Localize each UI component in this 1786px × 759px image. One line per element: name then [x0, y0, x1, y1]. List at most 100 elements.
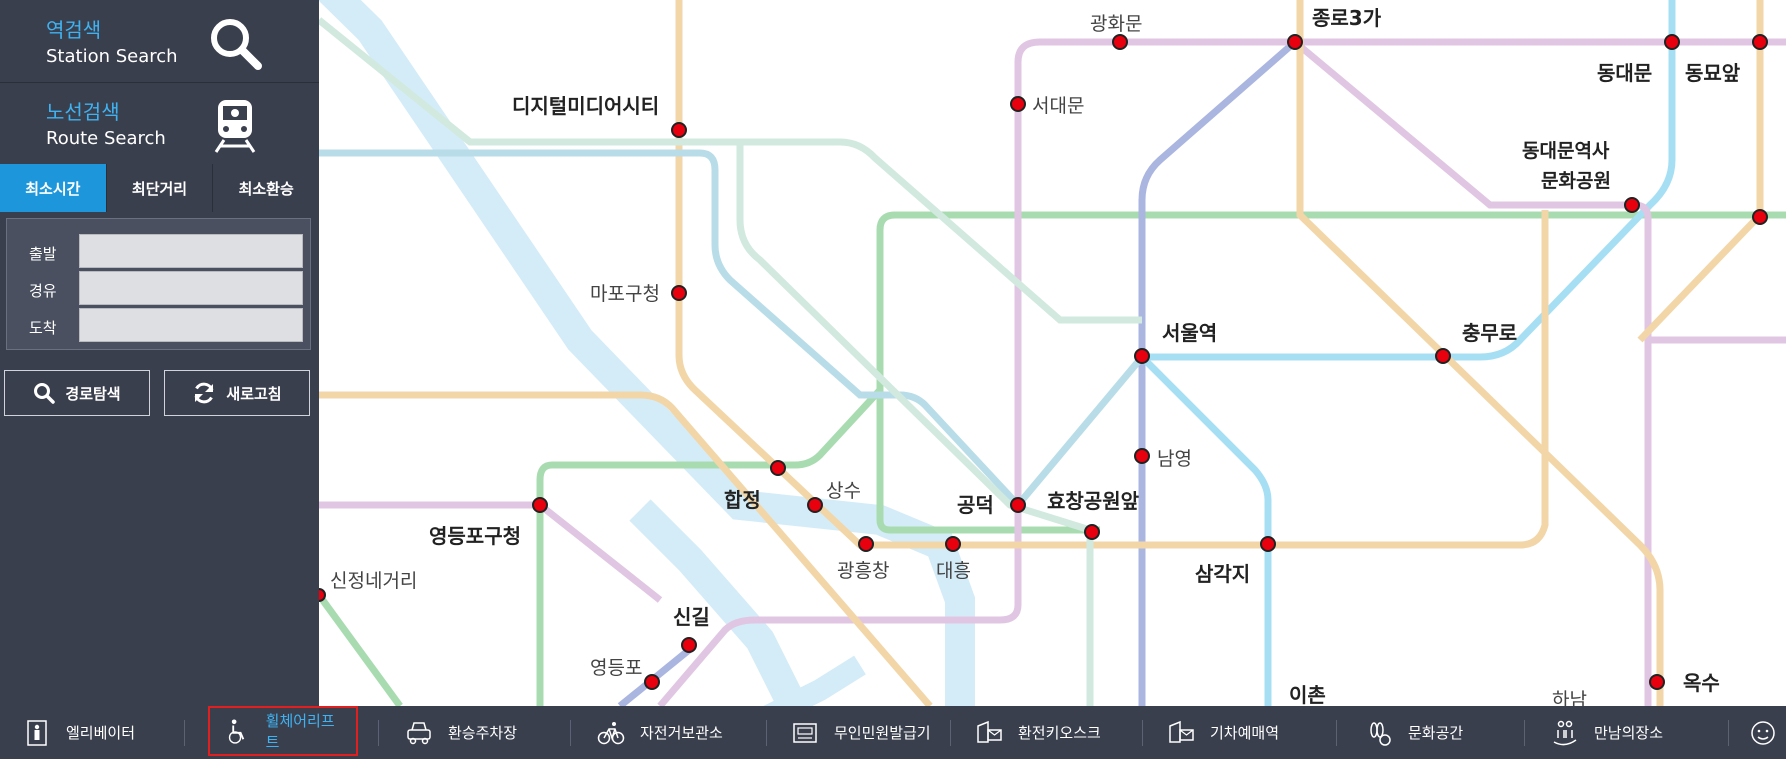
filter-meeting-place[interactable]: 만남의장소: [1550, 706, 1663, 759]
search-icon: [211, 19, 262, 70]
subway-map-canvas[interactable]: 광화문 종로3가 동대문 동묘앞 디지털미디어시티 서대문 동대문역사 문화공원…: [312, 0, 1786, 730]
departure-field[interactable]: [79, 234, 303, 268]
filter-culture-space[interactable]: 문화공간: [1364, 706, 1463, 759]
station-dot[interactable]: [671, 122, 687, 138]
filter-elevator[interactable]: 엘리베이터: [22, 706, 135, 759]
route-search-submit-button[interactable]: 경로탐색: [4, 370, 150, 416]
route-search-title-en: Route Search: [46, 128, 166, 149]
tab-min-transfer[interactable]: 최소환승: [238, 179, 294, 198]
arrival-field[interactable]: [79, 308, 303, 342]
station-dot[interactable]: [1649, 674, 1665, 690]
facility-filter-bar: 엘리베이터 휠체어리프트 환승주차장 자전거보관소: [0, 706, 1786, 759]
station-search-title-en: Station Search: [46, 46, 178, 67]
station-label[interactable]: 효창공원앞: [1047, 489, 1140, 513]
station-label[interactable]: 영등포구청: [429, 524, 521, 548]
station-label[interactable]: 동묘앞: [1685, 61, 1741, 85]
station-dot[interactable]: [1435, 348, 1451, 364]
route-search-button[interactable]: 노선검색 Route Search: [0, 82, 319, 165]
station-dot[interactable]: [770, 460, 786, 476]
kiosk-icon: [793, 722, 817, 743]
filter-wheelchair-lift-label: 휠체어리프트: [265, 712, 335, 751]
filter-train-ticket[interactable]: 기차예매역: [1166, 706, 1279, 759]
station-label[interactable]: 대흥: [936, 560, 971, 582]
station-dot[interactable]: [945, 536, 961, 552]
station-dot[interactable]: [1287, 34, 1303, 50]
station-label[interactable]: 디지털미디어시티: [512, 94, 659, 118]
filter-culture-space-label: 문화공간: [1408, 724, 1464, 742]
station-label[interactable]: 서대문: [1032, 95, 1084, 117]
tab-shortest-distance[interactable]: 최단거리: [107, 164, 214, 212]
station-label[interactable]: 동대문역사: [1522, 140, 1610, 162]
tab-min-time[interactable]: 최소시간: [0, 164, 107, 212]
via-field[interactable]: [79, 271, 303, 305]
station-dot[interactable]: [1752, 209, 1768, 225]
station-label[interactable]: 신길: [673, 605, 710, 629]
station-label[interactable]: 합정: [724, 488, 761, 512]
station-label[interactable]: 문화공원: [1541, 170, 1611, 192]
divider: [184, 720, 185, 746]
filter-bicycle-storage-label: 자전거보관소: [640, 724, 723, 742]
filter-transfer-parking[interactable]: 환승주차장: [404, 706, 517, 759]
station-label[interactable]: 옥수: [1683, 671, 1720, 695]
station-dot[interactable]: [858, 536, 874, 552]
station-dots: [532, 34, 1768, 690]
via-label: 경유: [29, 282, 57, 300]
filter-elevator-label: 엘리베이터: [66, 724, 136, 742]
station-search-title-ko: 역검색: [46, 18, 102, 42]
station-dot[interactable]: [1084, 524, 1100, 540]
station-label[interactable]: 동대문: [1597, 61, 1652, 85]
station-search-button[interactable]: 역검색 Station Search: [0, 0, 319, 83]
divider: [766, 720, 767, 746]
station-dot[interactable]: [644, 674, 660, 690]
filter-bicycle-storage[interactable]: 자전거보관소: [596, 706, 723, 759]
line6-tan-ne: [1637, 0, 1764, 343]
station-label[interactable]: 신정네거리: [330, 570, 417, 592]
station-label[interactable]: 남영: [1157, 448, 1192, 470]
line4-sky: [1139, 0, 1676, 706]
station-dot[interactable]: [807, 497, 823, 513]
station-label[interactable]: 광화문: [1090, 13, 1142, 35]
station-dot[interactable]: [1134, 348, 1150, 364]
station-dot[interactable]: [1134, 448, 1150, 464]
filter-exchange-kiosk[interactable]: 환전키오스크: [974, 706, 1101, 759]
divider: [1336, 720, 1337, 746]
station-label[interactable]: 서울역: [1162, 321, 1217, 345]
station-dot[interactable]: [1664, 34, 1680, 50]
wheelchair-lift-icon: [228, 719, 245, 744]
station-label[interactable]: 상수: [826, 480, 861, 502]
station-dot[interactable]: [1260, 536, 1276, 552]
filter-more[interactable]: [1748, 706, 1786, 759]
station-dot[interactable]: [1752, 34, 1768, 50]
divider: [378, 720, 379, 746]
refresh-button[interactable]: 새로고침: [164, 370, 310, 416]
station-dot[interactable]: [1112, 34, 1128, 50]
station-label[interactable]: 종로3가: [1312, 6, 1382, 30]
station-dot[interactable]: [532, 497, 548, 513]
route-form: 출발 경유 도착: [6, 218, 311, 350]
station-label[interactable]: 마포구청: [590, 283, 660, 305]
station-label[interactable]: 삼각지: [1195, 562, 1250, 586]
station-label[interactable]: 충무로: [1462, 321, 1517, 345]
station-label[interactable]: 광흥창: [837, 560, 889, 582]
train-icon: [214, 100, 256, 153]
filter-civil-kiosk-label: 무인민원발급기: [834, 724, 931, 742]
station-dot[interactable]: [312, 588, 326, 602]
subway-map[interactable]: 광화문 종로3가 동대문 동묘앞 디지털미디어시티 서대문 동대문역사 문화공원…: [312, 0, 1786, 730]
via-row: 경유: [7, 271, 310, 307]
station-label[interactable]: 하남: [1552, 689, 1587, 711]
station-label[interactable]: 공덕: [957, 493, 994, 517]
divider: [950, 720, 951, 746]
station-dot[interactable]: [1010, 96, 1026, 112]
departure-row: 출발: [7, 234, 310, 270]
route-search-submit-label: 경로탐색: [65, 384, 121, 403]
station-dot[interactable]: [681, 637, 697, 653]
station-label[interactable]: 이촌: [1289, 683, 1326, 707]
refresh-label: 새로고침: [226, 384, 282, 403]
station-label[interactable]: 영등포: [590, 657, 642, 679]
filter-civil-kiosk[interactable]: 무인민원발급기: [790, 706, 931, 759]
station-dot[interactable]: [1010, 497, 1026, 513]
filter-wheelchair-lift[interactable]: 휠체어리프트: [208, 706, 358, 756]
station-dot[interactable]: [1624, 197, 1640, 213]
station-dot[interactable]: [671, 285, 687, 301]
search-icon: [34, 383, 56, 404]
